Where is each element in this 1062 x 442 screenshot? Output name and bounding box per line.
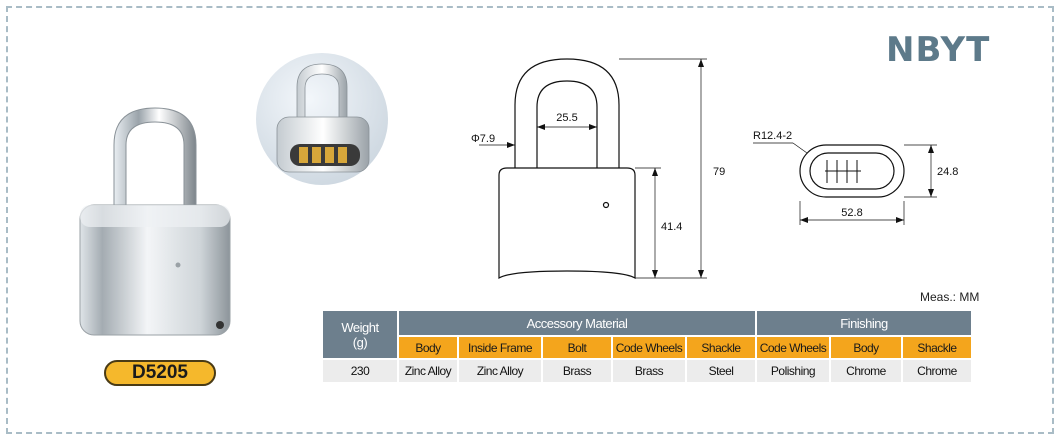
- cell-bolt-material: Brass: [543, 360, 611, 382]
- spec-table: Weight (g) Accessory Material Finishing …: [321, 309, 973, 384]
- dashed-frame: [6, 6, 1054, 434]
- dim-shackle-diameter: Φ7.9: [471, 133, 495, 145]
- cell-shackle-material: Steel: [687, 360, 755, 382]
- front-view-drawing: 25.5 Φ7.9 79 41.4: [471, 58, 725, 280]
- cell-code-wheels-finish: Polishing: [757, 360, 829, 382]
- col-header-finish-body: Body: [831, 337, 901, 358]
- cell-body-finish: Chrome: [831, 360, 901, 382]
- dim-body-height: 41.4: [661, 221, 682, 233]
- combination-dial-closeup: [256, 53, 388, 185]
- col-header-finish-shackle: Shackle: [903, 337, 971, 358]
- col-header-bolt: Bolt: [543, 337, 611, 358]
- col-header-shackle: Shackle: [687, 337, 755, 358]
- col-header-code-wheels: Code Wheels: [613, 337, 685, 358]
- dim-total-height: 79: [713, 166, 725, 178]
- brand-logo: NBYT: [886, 30, 991, 70]
- col-header-body: Body: [399, 337, 457, 358]
- model-number-badge: D5205: [104, 360, 216, 386]
- cell-body-material: Zinc Alloy: [399, 360, 457, 382]
- dim-window-width: 52.8: [841, 207, 862, 219]
- measurement-unit-note: Meas.: MM: [920, 290, 980, 304]
- padlock-photo: [79, 107, 231, 336]
- cell-weight: 230: [323, 360, 397, 382]
- weight-header: Weight (g): [323, 311, 397, 358]
- cell-shackle-finish: Chrome: [903, 360, 971, 382]
- finishing-header: Finishing: [757, 311, 971, 335]
- cell-code-wheels-material: Brass: [613, 360, 685, 382]
- cell-inside-frame-material: Zinc Alloy: [459, 360, 541, 382]
- window-view-drawing: R12.4-2 24.8 52.8: [753, 130, 958, 225]
- accessory-material-header: Accessory Material: [399, 311, 755, 335]
- col-header-inside-frame: Inside Frame: [459, 337, 541, 358]
- dim-radius: R12.4-2: [753, 130, 792, 142]
- dim-shackle-inner-width: 25.5: [556, 112, 577, 124]
- dim-window-height: 24.8: [937, 166, 958, 178]
- col-header-finish-code-wheels: Code Wheels: [757, 337, 829, 358]
